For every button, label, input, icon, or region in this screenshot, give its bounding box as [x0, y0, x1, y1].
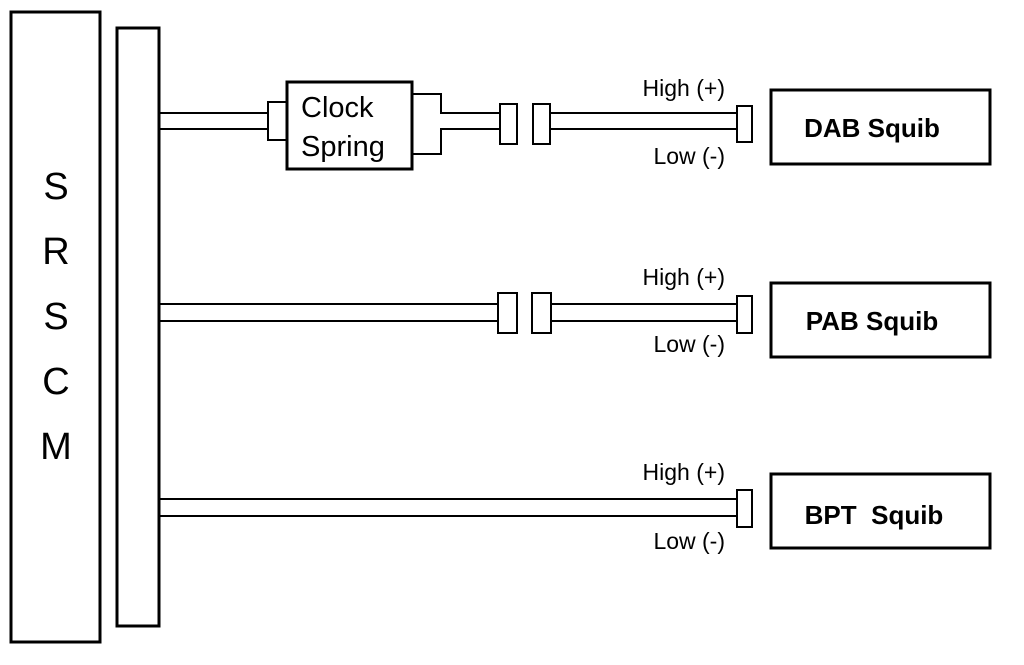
srscm-letter: S — [43, 166, 68, 208]
dab-connector-right — [532, 103, 551, 145]
bpt-squib-box — [769, 472, 992, 550]
circuit-dab — [159, 80, 992, 171]
circuit-pab — [159, 281, 992, 359]
dab-squib-label: DAB Squib — [804, 113, 940, 143]
clock-spring-label-1: Clock — [301, 92, 374, 124]
srscm-label: S R S C M — [40, 166, 72, 468]
clock-spring-left-pin — [267, 101, 288, 141]
pab-connector-right — [531, 292, 552, 334]
pab-squib-label: PAB Squib — [806, 306, 938, 336]
pab-low-label: Low (-) — [653, 331, 725, 357]
srscm-letter: S — [43, 296, 68, 338]
dab-squib-plug — [736, 105, 753, 143]
srscm-module — [9, 10, 102, 644]
clock-spring-box — [285, 80, 414, 171]
bpt-high-label: High (+) — [643, 459, 725, 485]
dab-connector-left — [499, 103, 518, 145]
srscm-letter: C — [42, 361, 69, 403]
dab-low-label: Low (-) — [653, 143, 725, 169]
pab-squib-box — [769, 281, 992, 359]
pab-squib-plug — [736, 295, 753, 334]
bpt-squib-plug — [736, 489, 753, 528]
dab-high-label: High (+) — [643, 75, 725, 101]
pab-high-label: High (+) — [643, 264, 725, 290]
pab-connector-left — [497, 292, 518, 334]
circuit-bpt — [159, 472, 992, 550]
srscm-letter: R — [42, 231, 69, 273]
connector-bus — [115, 26, 161, 628]
srscm-letter: M — [40, 426, 72, 468]
bpt-low-label: Low (-) — [653, 528, 725, 554]
dab-squib-box — [769, 88, 992, 166]
bpt-squib-label: BPT Squib — [805, 500, 944, 530]
clock-spring-label-2: Spring — [301, 131, 385, 163]
